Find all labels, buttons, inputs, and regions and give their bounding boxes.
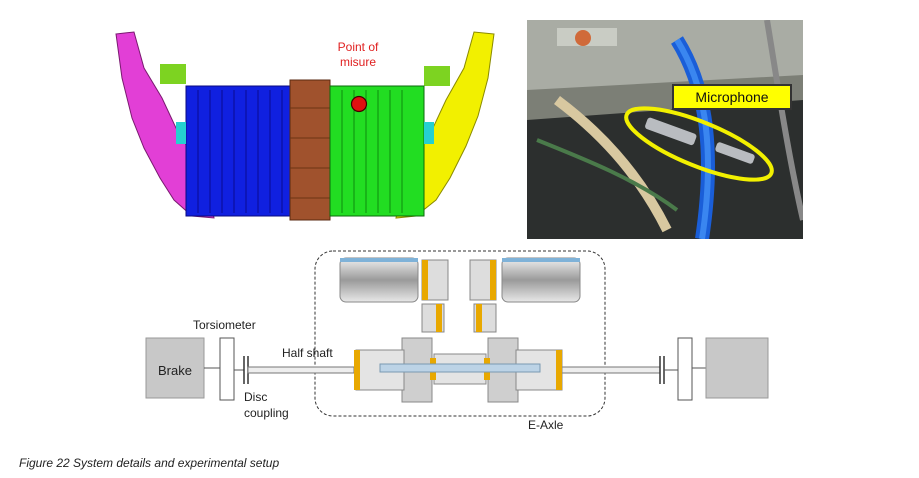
cad-model-image — [115, 31, 495, 221]
disc-coupling-label-line1: Disc — [244, 390, 268, 404]
disc-coupling-label-line2: coupling — [244, 406, 289, 420]
left-green-tab — [160, 64, 186, 84]
blue-motor-housing — [185, 85, 291, 217]
right-load-block — [705, 337, 769, 399]
blue-ribs — [197, 90, 283, 213]
microphone-setup-photo — [527, 20, 803, 239]
torsiometer-disc — [219, 337, 235, 401]
right-motor — [501, 257, 581, 303]
torsiometer-label: Torsiometer — [193, 318, 256, 332]
measurement-point-marker — [350, 95, 368, 113]
e-axle-enclosure — [314, 250, 606, 417]
brake-label: Brake — [158, 363, 192, 378]
right-torsiometer-disc — [677, 337, 693, 401]
point-of-misure-label: Point of misure — [337, 40, 379, 69]
gear-train — [354, 259, 563, 403]
figure-caption: Figure 22 System details and experimenta… — [19, 456, 280, 470]
brown-gearbox — [289, 79, 331, 221]
microphone-callout: Microphone — [672, 84, 792, 110]
green-motor-housing — [329, 85, 425, 217]
e-axle-schematic — [145, 250, 769, 417]
half-shaft-right — [559, 366, 661, 374]
right-green-tab — [424, 66, 450, 86]
e-axle-label: E-Axle — [528, 418, 564, 432]
microphone-highlight-ellipse — [624, 106, 774, 182]
half-shaft-left — [247, 366, 355, 374]
left-motor — [339, 257, 419, 303]
half-shaft-label: Half shaft — [282, 346, 333, 360]
